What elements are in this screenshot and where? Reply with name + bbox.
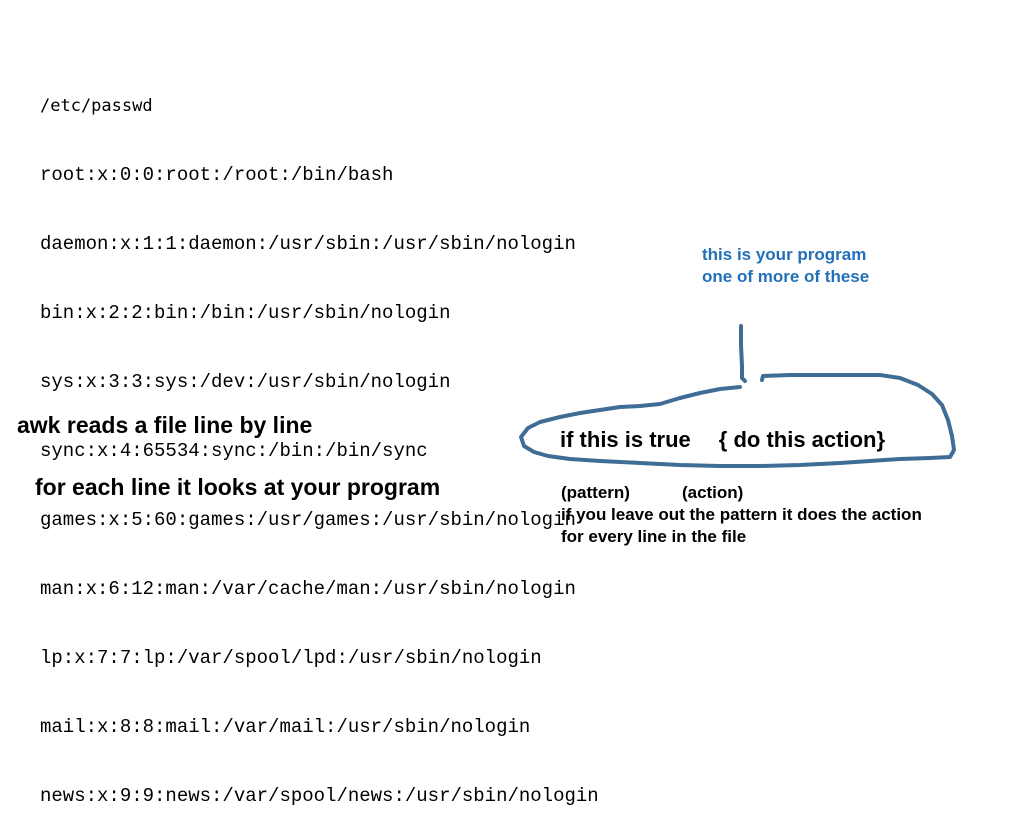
pattern-text: if this is true <box>560 427 691 452</box>
pattern-label: (pattern) <box>561 483 630 502</box>
passwd-line: daemon:x:1:1:daemon:/usr/sbin:/usr/sbin/… <box>40 233 576 255</box>
program-note-line: one of more of these <box>702 267 870 286</box>
passwd-line: games:x:5:60:games:/usr/games:/usr/sbin/… <box>40 509 576 531</box>
pointer-line <box>739 324 747 383</box>
enclosing-scribble <box>519 373 956 468</box>
passwd-line: sys:x:3:3:sys:/dev:/usr/sbin/nologin <box>40 371 451 393</box>
program-note: this is your program one of more of thes… <box>702 244 869 288</box>
rule-labels: (pattern) (action) if you leave out the p… <box>561 482 922 548</box>
passwd-line: man:x:6:12:man:/var/cache/man:/usr/sbin/… <box>40 578 576 600</box>
passwd-line: mail:x:8:8:mail:/var/mail:/usr/sbin/nolo… <box>40 716 531 738</box>
explanation-line: for every line in the file <box>561 527 747 546</box>
passwd-line: sync:x:4:65534:sync:/bin:/bin/sync <box>40 440 428 462</box>
program-note-line: this is your program <box>702 245 867 264</box>
passwd-line: lp:x:7:7:lp:/var/spool/lpd:/usr/sbin/nol… <box>40 647 542 669</box>
action-text: { do this action} <box>718 427 886 452</box>
explanation-line: if you leave out the pattern it does the… <box>561 505 922 524</box>
awk-reads-text: awk reads a file line by line <box>17 412 313 438</box>
for-each-line-text: for each line it looks at your program <box>35 474 441 500</box>
passwd-line: bin:x:2:2:bin:/bin:/usr/sbin/nologin <box>40 302 451 324</box>
action-label: (action) <box>681 483 744 502</box>
passwd-title: /etc/passwd <box>40 96 153 116</box>
passwd-line: news:x:9:9:news:/var/spool/news:/usr/sbi… <box>40 785 599 807</box>
hand-drawn-outline <box>519 324 956 468</box>
passwd-line: root:x:0:0:root:/root:/bin/bash <box>40 164 394 186</box>
pattern-action-rule: if this is true { do this action} <box>560 427 885 453</box>
